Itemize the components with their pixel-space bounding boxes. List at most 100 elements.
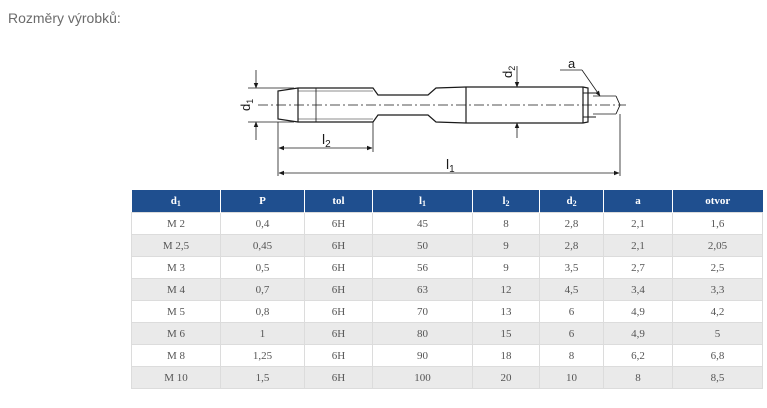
table-cell: 9 (472, 256, 540, 279)
table-cell: M 6 (131, 322, 221, 345)
table-cell: 15 (472, 322, 540, 345)
table-cell: 2,1 (603, 212, 673, 235)
table-cell: 45 (372, 212, 473, 235)
column-header: l2 (472, 190, 540, 213)
table-cell: 10 (539, 366, 604, 389)
table-cell: 4,2 (672, 300, 763, 323)
table-cell: 63 (372, 278, 473, 301)
table-cell: 6,2 (603, 344, 673, 367)
table-cell: 2,8 (539, 212, 604, 235)
table-cell: M 10 (131, 366, 221, 389)
table-cell: 8 (603, 366, 673, 389)
table-cell: 100 (372, 366, 473, 389)
table-cell: 6H (304, 234, 373, 257)
table-cell: 6,8 (672, 344, 763, 367)
label-l1: l1 (446, 156, 455, 175)
table-cell: 6 (539, 300, 604, 323)
table-cell: 1,6 (672, 212, 763, 235)
table-cell: 0,7 (220, 278, 305, 301)
table-cell: 20 (472, 366, 540, 389)
table-cell: 3,4 (603, 278, 673, 301)
column-header-label: P (259, 195, 266, 207)
table-cell: 0,5 (220, 256, 305, 279)
table-cell: 1 (220, 322, 305, 345)
column-header: d1 (131, 190, 221, 213)
table-cell: 13 (472, 300, 540, 323)
column-header-subscript: 2 (572, 198, 577, 208)
table-cell: 18 (472, 344, 540, 367)
column-header-label: d (566, 194, 573, 207)
column-header: tol (304, 190, 373, 213)
page-heading: Rozměry výrobků: (8, 10, 121, 26)
table-cell: M 5 (131, 300, 221, 323)
table-cell: 50 (372, 234, 473, 257)
label-d1: d1 (238, 99, 255, 111)
column-header-subscript: 2 (505, 198, 510, 208)
table-cell: 8 (539, 344, 604, 367)
table-cell: M 2,5 (131, 234, 221, 257)
column-header-label: l (418, 194, 423, 207)
column-header-label: d (170, 194, 177, 207)
table-cell: M 2 (131, 212, 221, 235)
column-header-label: tol (332, 195, 345, 207)
table-cell: 4,5 (539, 278, 604, 301)
table-cell: 56 (372, 256, 473, 279)
label-l2: l2 (322, 131, 331, 150)
table-cell: 6H (304, 212, 373, 235)
column-header: P (220, 190, 305, 213)
table-cell: 6H (304, 322, 373, 345)
table-cell: 6 (539, 322, 604, 345)
table-cell: 4,9 (603, 300, 673, 323)
table-cell: 2,1 (603, 234, 673, 257)
table-cell: 6H (304, 256, 373, 279)
column-header-subscript: 1 (176, 198, 181, 208)
column-header: a (603, 190, 673, 213)
table-cell: 90 (372, 344, 473, 367)
column-header-label: l (502, 194, 506, 207)
label-d2: d2 (500, 66, 517, 78)
column-header-label: otvor (705, 195, 731, 207)
table-cell: 2,7 (603, 256, 673, 279)
table-cell: M 3 (131, 256, 221, 279)
table-cell: M 4 (131, 278, 221, 301)
table-cell: 70 (372, 300, 473, 323)
table-cell: 4,9 (603, 322, 673, 345)
table-cell: 8,5 (672, 366, 763, 389)
table-cell: 2,05 (672, 234, 763, 257)
table-cell: 0,45 (220, 234, 305, 257)
table-cell: 8 (472, 212, 540, 235)
column-header-subscript: 1 (422, 198, 427, 208)
column-header: d2 (539, 190, 604, 213)
tap-dimension-drawing: d1 d2 a l2 l1 (238, 58, 626, 176)
table-cell: 6H (304, 278, 373, 301)
table-cell: 1,25 (220, 344, 305, 367)
table-cell: 1,5 (220, 366, 305, 389)
table-cell: 3,3 (672, 278, 763, 301)
table-cell: 9 (472, 234, 540, 257)
table-cell: 2,8 (539, 234, 604, 257)
table-cell: 6H (304, 344, 373, 367)
table-cell: 3,5 (539, 256, 604, 279)
label-a: a (568, 58, 576, 71)
column-header-label: a (635, 195, 641, 207)
table-cell: 5 (672, 322, 763, 345)
table-cell: 6H (304, 300, 373, 323)
column-header: l1 (372, 190, 473, 213)
table-cell: 0,8 (220, 300, 305, 323)
table-cell: 80 (372, 322, 473, 345)
table-cell: 2,5 (672, 256, 763, 279)
table-cell: 12 (472, 278, 540, 301)
table-cell: 6H (304, 366, 373, 389)
column-header: otvor (672, 190, 763, 213)
table-cell: M 8 (131, 344, 221, 367)
